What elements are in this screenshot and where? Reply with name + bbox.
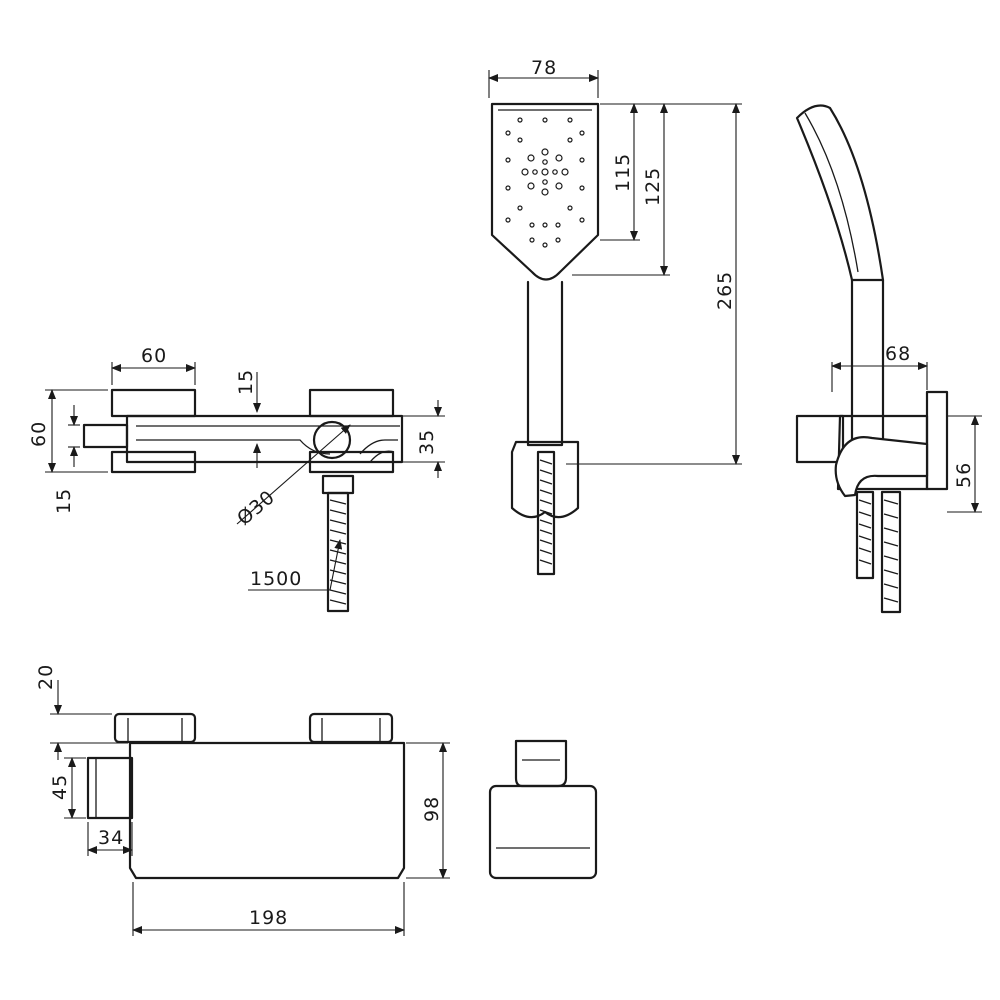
top-dimension-lines <box>50 680 450 936</box>
dim-front-offset: 15 <box>53 488 75 514</box>
dim-head-125: 125 <box>642 167 664 206</box>
dim-hose: 1500 <box>250 568 302 590</box>
dim-top-knob: 20 <box>35 664 57 690</box>
dim-front-height: 60 <box>28 421 50 447</box>
dim-top-outlet: 45 <box>49 774 71 800</box>
hand-shower-dimension-lines <box>488 70 742 465</box>
hand-shower-view <box>490 102 600 576</box>
dim-front-top: 15 <box>235 369 257 395</box>
dim-front-body: 35 <box>416 429 438 455</box>
dim-head-115: 115 <box>612 153 634 192</box>
dim-side-depth: 68 <box>885 343 911 365</box>
dim-top-length: 198 <box>249 907 288 929</box>
dim-top-height: 98 <box>421 796 443 822</box>
front-view <box>82 388 404 613</box>
front-dimension-lines <box>45 362 445 591</box>
hand-shower-side-view <box>795 104 949 614</box>
dim-side-height: 56 <box>953 462 975 488</box>
side-dimension-lines <box>831 362 982 513</box>
dim-head-265: 265 <box>714 271 736 310</box>
top-view <box>86 712 406 880</box>
dim-top-outlet-depth: 34 <box>98 827 124 849</box>
dim-head-width: 78 <box>531 57 557 79</box>
end-view <box>488 739 598 880</box>
dim-front-width: 60 <box>141 345 167 367</box>
